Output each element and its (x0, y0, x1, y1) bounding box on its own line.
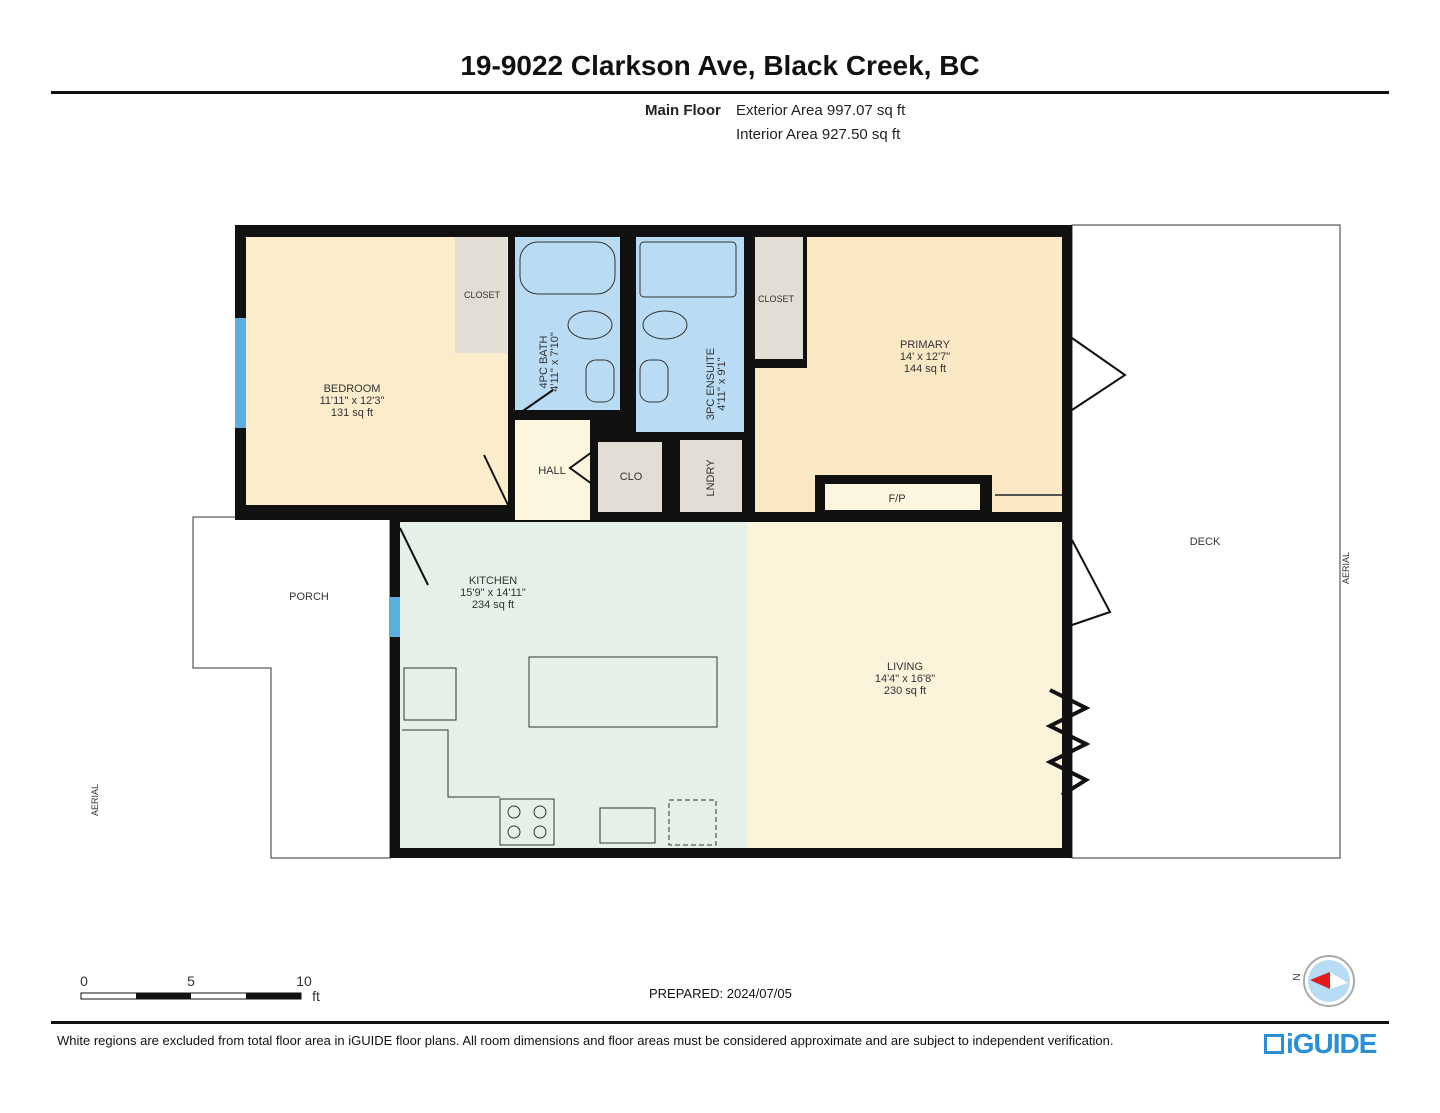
deck-door (1071, 539, 1112, 626)
interior-area: Interior Area 927.50 sq ft (736, 126, 901, 143)
prepared-date: PREPARED: 2024/07/05 (649, 986, 792, 1001)
deck-door (1071, 337, 1127, 411)
window (235, 318, 246, 428)
primary-dims: 14' x 12'7" (900, 351, 950, 363)
scale-tick: 5 (187, 973, 195, 989)
bathtub (519, 241, 616, 295)
logo-icon (1264, 1034, 1284, 1054)
room-closet1 (455, 237, 507, 353)
window (390, 597, 400, 637)
room-bath (515, 237, 620, 410)
kitchen-dims: 15'9" x 14'11" (460, 587, 526, 599)
room-laundry (680, 440, 742, 512)
deck-outline (1071, 224, 1341, 859)
kitchen-sink (599, 807, 656, 844)
fridge (403, 667, 457, 721)
title-divider (51, 91, 1389, 94)
floor-name: Main Floor (645, 102, 721, 119)
ensuite-dims: 4'11" x 9'1" (716, 357, 728, 410)
disclaimer: White regions are excluded from total fl… (57, 1033, 1114, 1048)
bath-door (519, 389, 554, 414)
closet1-label: CLOSET (464, 290, 501, 300)
living-dims: 14'4" x 16'8" (875, 673, 935, 685)
room-hall (515, 420, 590, 520)
room-clo (598, 442, 662, 512)
iguide-logo: iGUIDE (1264, 1028, 1377, 1060)
room-living (747, 522, 1062, 848)
scale-tick: 0 (80, 973, 88, 989)
living-area: 230 sq ft (884, 685, 926, 697)
exterior-area: Exterior Area 997.07 sq ft (736, 102, 906, 119)
porch-outline (192, 516, 391, 859)
living-label: LIVING (887, 661, 923, 673)
scale-tick: 10 (296, 973, 312, 989)
laundry-label: LNDRY (705, 459, 717, 497)
hall-label: HALL (538, 465, 566, 477)
room-ensuite (636, 237, 744, 432)
logo-text: iGUIDE (1286, 1028, 1377, 1059)
toilet (567, 310, 613, 340)
room-primary-lower (755, 368, 1062, 475)
stove (499, 798, 555, 846)
primary-label: PRIMARY (900, 339, 951, 351)
kitchen-area: 234 sq ft (472, 599, 514, 611)
deck-label: DECK (1190, 536, 1221, 548)
clo-label: CLO (620, 471, 643, 483)
svg-text:N: N (1292, 973, 1303, 980)
dishwasher (668, 799, 717, 846)
aerial-label: AERIAL (1341, 552, 1351, 584)
compass-icon: N (1292, 955, 1355, 1007)
porch-label: PORCH (289, 591, 329, 603)
clo-door (568, 451, 593, 485)
bedroom-label: BEDROOM (324, 383, 381, 395)
sink (639, 359, 669, 403)
fireplace (825, 484, 980, 510)
sink (585, 359, 615, 403)
bedroom-door (483, 454, 509, 506)
fp-label: F/P (888, 493, 905, 505)
kitchen-island (528, 656, 718, 728)
closet2-label: CLOSET (758, 294, 795, 304)
kitchen-label: KITCHEN (469, 575, 517, 587)
footer-divider (51, 1021, 1389, 1024)
aerial-label: AERIAL (90, 784, 100, 816)
shower (639, 241, 737, 298)
bedroom-dims: 11'11" x 12'3" (320, 395, 385, 407)
page-title: 19-9022 Clarkson Ave, Black Creek, BC (460, 50, 980, 81)
bath-label: 4PC BATH (538, 335, 550, 388)
bedroom-area: 131 sq ft (331, 407, 373, 419)
bath-dims: 4'11" x 7'10" (549, 332, 561, 392)
entry-door (399, 527, 429, 586)
primary-area: 144 sq ft (904, 363, 946, 375)
toilet (642, 310, 688, 340)
room-kitchen (400, 522, 747, 848)
scale-unit: ft (312, 988, 320, 1004)
living-window-bay (1045, 688, 1091, 797)
ensuite-label: 3PC ENSUITE (705, 348, 717, 420)
room-closet2 (755, 237, 803, 359)
